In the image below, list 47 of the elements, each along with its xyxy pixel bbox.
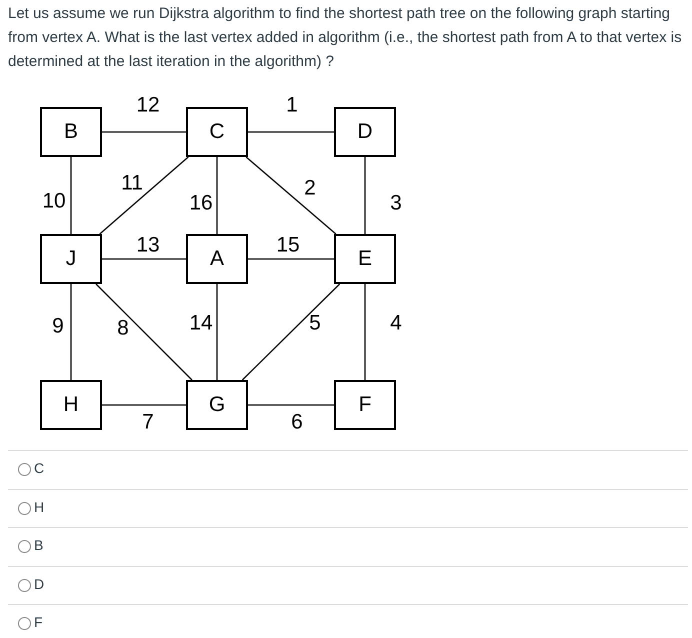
edge-label: 8 [117,318,129,338]
edge-label: 6 [291,412,303,432]
edge-label: 4 [390,312,402,334]
vertex-box: D [334,107,396,157]
edge-label: 9 [52,316,64,336]
edge-label: 1 [286,94,298,116]
edge-label: 10 [42,190,66,212]
edge-label: 16 [189,192,213,214]
graph-edge [102,404,186,406]
option-label: C [34,460,44,476]
edge-label: 2 [304,178,316,198]
graph-edge [246,156,336,234]
graph-edge [216,157,218,234]
edge-label: 5 [309,312,321,334]
vertex-box: F [334,380,396,430]
graph-edge [70,284,72,380]
graph-edge [248,404,334,406]
graph-edge [364,157,366,234]
graph-edge [248,131,334,133]
edge-label: 3 [390,192,402,214]
graph-edge [364,284,366,380]
edge-label: 13 [136,234,160,256]
graph-edge [99,156,189,234]
graph-edge [96,284,192,380]
edge-label: 15 [276,234,300,256]
option-label: B [34,537,44,553]
vertex-box: C [186,107,248,157]
graph-edge [242,284,340,380]
edge-label: 12 [136,94,160,116]
question-text: Let us assume we run Dijkstra algorithm to find the shortest path tree on the following graph starting from vertex A. What is the last vertex added in algorithm (i.e., the shortest path from A to that vertex is determined at the last iteration in the algorithm) ? [8,4,683,72]
vertex-box: A [186,234,248,284]
option-label: D [34,576,44,592]
graph-edge [70,157,72,234]
vertex-box: H [40,380,102,430]
graph-edge [216,284,218,380]
graph-edge [102,258,186,260]
edge-label: 7 [142,412,154,432]
vertex-box: J [40,234,102,284]
option-label: F [34,614,43,630]
vertex-box: E [334,234,396,284]
vertex-box: G [186,380,248,430]
graph-edge [248,258,334,260]
edge-label: 14 [189,312,213,334]
graph-edge [102,131,186,133]
option-label: H [34,498,44,514]
edge-label: 11 [121,172,143,194]
vertex-box: B [40,107,102,157]
